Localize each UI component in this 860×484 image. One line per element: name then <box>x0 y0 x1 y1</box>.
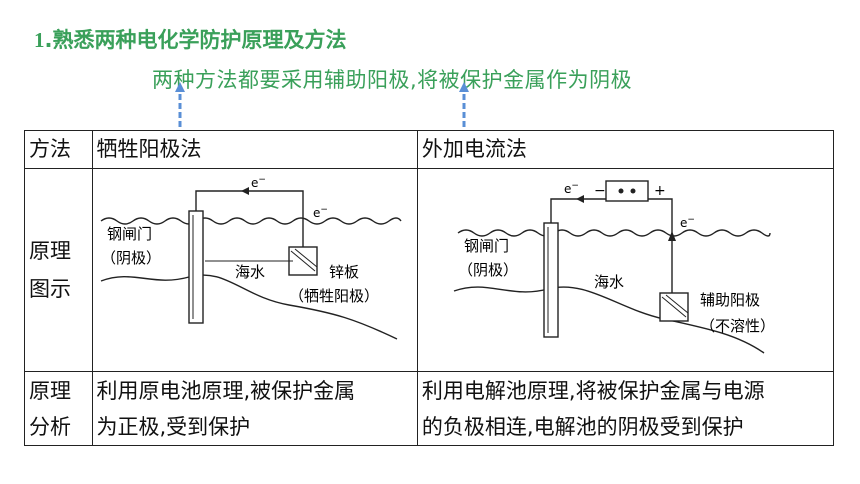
seabed-line <box>100 274 397 340</box>
wire <box>550 198 606 223</box>
header-method: 方法 <box>24 130 93 169</box>
comparison-table: 方法 牺牲阳极法 外加电流法 原理 图示 e− e− 钢闸门 <box>24 130 835 446</box>
arrow-left-icon <box>575 195 584 203</box>
zinc-plate-label: 锌板 <box>329 263 359 281</box>
arrow-up-icon <box>667 231 676 241</box>
up-arrow-icon <box>459 82 469 130</box>
power-supply-icon <box>605 180 649 202</box>
header-impressed-current: 外加电流法 <box>416 130 835 169</box>
water-surface <box>100 217 402 225</box>
diagram-row: 原理 图示 e− e− 钢闸门 （阴极） 海水 锌板 （牺牲阳 <box>24 168 835 372</box>
sacrificial-anode-diagram-cell: e− e− 钢闸门 （阴极） 海水 锌板 （牺牲阳极） <box>91 168 418 372</box>
svg-text:+: + <box>654 183 666 199</box>
annotation-note: 两种方法都要采用辅助阳极,将被保护金属作为阴极 <box>152 68 633 92</box>
gate-label: 钢闸门 <box>107 225 152 243</box>
gate-label: 钢闸门 <box>464 237 509 255</box>
heading-text: .熟悉两种电化学防护原理及方法 <box>44 28 347 52</box>
water-label: 海水 <box>594 273 624 291</box>
header-sacrificial-anode: 牺牲阳极法 <box>91 130 418 169</box>
auxiliary-anode-label: 辅助阳极 <box>700 291 760 309</box>
gate-role: （阴极） <box>101 249 161 267</box>
svg-text:e−: e− <box>313 205 328 220</box>
impressed-current-analysis: 利用电解池原理,将被保护金属与电源 的负极相连,电解池的阴极受到保护 <box>416 371 835 446</box>
wire <box>194 190 304 247</box>
impressed-current-diagram-cell: e− − + e− 钢闸门 （阴极） 海水 辅助阳极 （不溶性） <box>416 168 835 372</box>
auxiliary-anode-role: （不溶性） <box>700 317 775 335</box>
zinc-plate-role: （牺牲阳极） <box>289 287 379 305</box>
analysis-row: 原理 分析 利用原电池原理,被保护金属 为正极,受到保护 利用电解池原理,将被保… <box>24 371 835 446</box>
svg-text:e−: e− <box>564 181 579 196</box>
water-surface <box>457 229 771 237</box>
steel-gate <box>187 210 204 324</box>
gate-role: （阴极） <box>458 261 518 279</box>
impressed-current-diagram: e− − + e− 钢闸门 （阴极） 海水 辅助阳极 （不溶性） <box>453 180 775 354</box>
svg-text:−: − <box>594 183 606 199</box>
diagram-row-label: 原理 图示 <box>24 168 93 372</box>
analysis-row-label: 原理 分析 <box>24 371 93 446</box>
seabed-line <box>453 286 765 354</box>
wire <box>647 198 673 293</box>
water-label: 海水 <box>235 263 265 281</box>
svg-text:e−: e− <box>680 215 695 230</box>
table-header-row: 方法 牺牲阳极法 外加电流法 <box>24 130 835 169</box>
section-heading: 1.熟悉两种电化学防护原理及方法 <box>34 24 346 54</box>
sacrificial-anode-diagram: e− e− 钢闸门 （阴极） 海水 锌板 （牺牲阳极） <box>100 175 402 340</box>
steel-gate <box>543 222 559 338</box>
arrow-left-icon <box>240 187 249 195</box>
heading-number: 1 <box>34 28 45 52</box>
svg-text:e−: e− <box>251 175 266 190</box>
sacrificial-anode-analysis: 利用原电池原理,被保护金属 为正极,受到保护 <box>91 371 418 446</box>
up-arrow-icon <box>175 82 185 130</box>
